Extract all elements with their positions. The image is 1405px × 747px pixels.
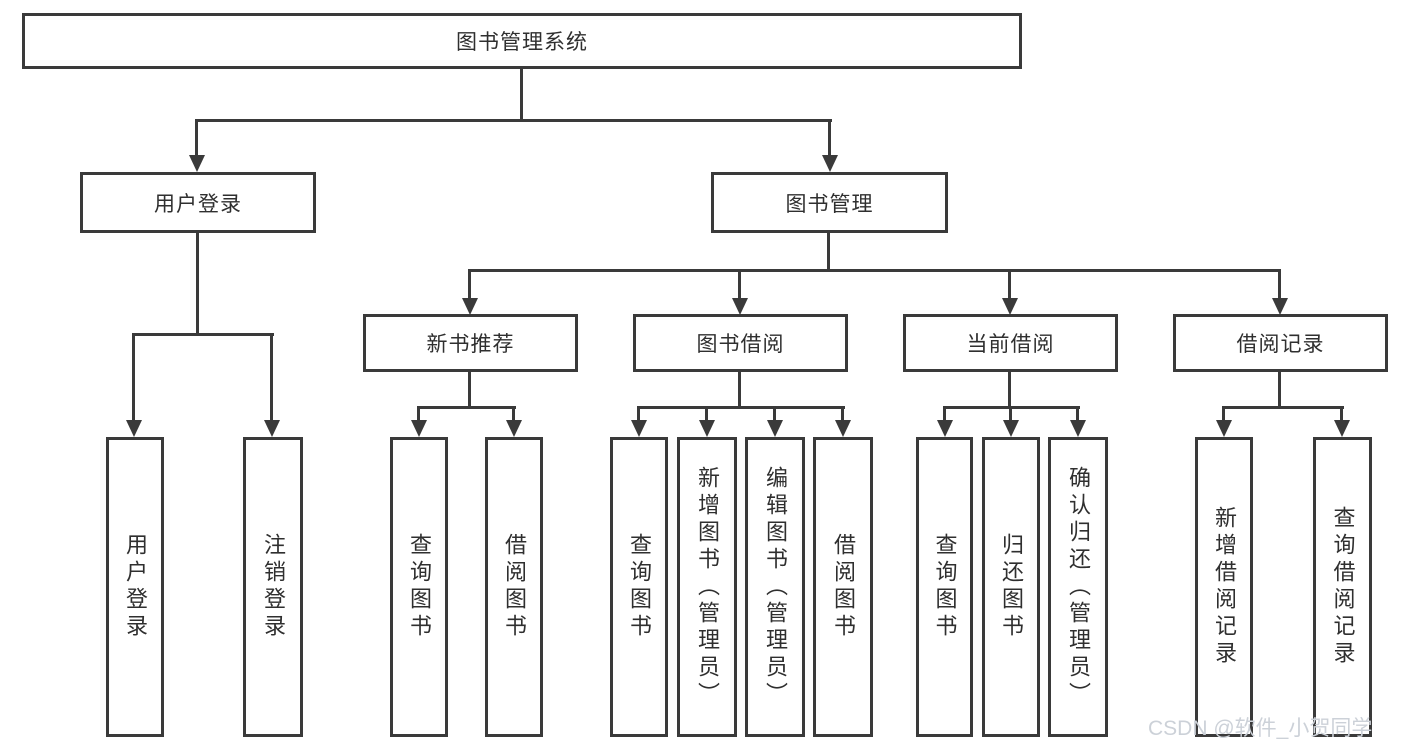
arrow-down-icon — [189, 119, 205, 172]
node-current-borrowing: 当前借阅 — [903, 314, 1118, 372]
connector-line — [196, 232, 199, 335]
node-leaf-add-books-admin: 新增图书（管理员） — [677, 437, 737, 737]
connector-line — [738, 371, 741, 408]
arrow-down-icon — [732, 270, 748, 315]
node-leaf-borrow-books-1: 借阅图书 — [485, 437, 543, 737]
node-leaf-add-borrow-record: 新增借阅记录 — [1195, 437, 1253, 737]
watermark: CSDN @软件_小贺同学 — [1148, 717, 1373, 740]
arrow-down-icon — [937, 407, 953, 437]
connector-line — [827, 232, 830, 272]
arrow-down-icon — [506, 407, 522, 437]
arrow-down-icon — [835, 407, 851, 437]
node-leaf-query-books-3: 查询图书 — [916, 437, 973, 737]
node-label: 确认归还（管理员） — [1066, 465, 1091, 709]
node-book-management: 图书管理 — [711, 172, 948, 233]
node-leaf-logout: 注销登录 — [243, 437, 303, 737]
arrow-down-icon — [631, 407, 647, 437]
node-book-borrowing: 图书借阅 — [633, 314, 848, 372]
node-label: 当前借阅 — [966, 333, 1055, 356]
arrow-down-icon — [767, 407, 783, 437]
node-leaf-query-books-1: 查询图书 — [390, 437, 448, 737]
node-label: 用户登录 — [123, 533, 148, 641]
node-label: 图书借阅 — [696, 333, 785, 356]
node-leaf-user-login: 用户登录 — [106, 437, 164, 737]
node-leaf-query-books-2: 查询图书 — [610, 437, 668, 737]
arrow-down-icon — [264, 334, 280, 437]
connector-line — [468, 371, 471, 408]
connector-line — [637, 406, 845, 409]
node-leaf-query-borrow-record: 查询借阅记录 — [1313, 437, 1372, 737]
connector-line — [417, 406, 516, 409]
connector-line — [520, 68, 523, 121]
arrow-down-icon — [699, 407, 715, 437]
arrow-down-icon — [462, 270, 478, 315]
node-label: 借阅记录 — [1236, 333, 1325, 356]
arrow-down-icon — [1003, 407, 1019, 437]
node-label: 归还图书 — [999, 533, 1024, 641]
arrow-down-icon — [1334, 407, 1350, 437]
connector-line — [196, 119, 832, 122]
node-root: 图书管理系统 — [22, 13, 1022, 69]
connector-line — [132, 333, 274, 336]
node-label: 图书管理系统 — [456, 31, 588, 54]
arrow-down-icon — [411, 407, 427, 437]
node-borrowing-records: 借阅记录 — [1173, 314, 1388, 372]
arrow-down-icon — [1216, 407, 1232, 437]
connector-line — [1008, 371, 1011, 408]
node-label: 用户登录 — [154, 192, 242, 216]
node-label: 编辑图书（管理员） — [763, 465, 788, 709]
arrow-down-icon — [822, 119, 838, 172]
node-leaf-confirm-return-admin: 确认归还（管理员） — [1048, 437, 1108, 737]
node-label: 新增借阅记录 — [1212, 506, 1237, 668]
connector-line — [1222, 406, 1344, 409]
arrow-down-icon — [1002, 270, 1018, 315]
node-user-login: 用户登录 — [80, 172, 316, 233]
arrow-down-icon — [1272, 270, 1288, 315]
node-label: 查询借阅记录 — [1330, 506, 1356, 668]
node-leaf-return-books: 归还图书 — [982, 437, 1040, 737]
node-leaf-borrow-books-2: 借阅图书 — [813, 437, 873, 737]
node-label: 图书管理 — [785, 192, 874, 216]
connector-line — [1278, 371, 1281, 408]
node-label: 查询图书 — [932, 533, 958, 641]
node-label: 借阅图书 — [831, 533, 856, 641]
node-new-book-recommend: 新书推荐 — [363, 314, 578, 372]
node-label: 新增图书（管理员） — [695, 465, 720, 709]
node-label: 注销登录 — [261, 533, 286, 641]
connector-line — [468, 269, 1281, 272]
node-label: 查询图书 — [627, 533, 652, 641]
arrow-down-icon — [126, 334, 142, 437]
node-leaf-edit-books-admin: 编辑图书（管理员） — [745, 437, 805, 737]
node-label: 查询图书 — [407, 533, 432, 641]
arrow-down-icon — [1070, 407, 1086, 437]
node-label: 借阅图书 — [502, 533, 527, 641]
node-label: 新书推荐 — [426, 333, 515, 356]
